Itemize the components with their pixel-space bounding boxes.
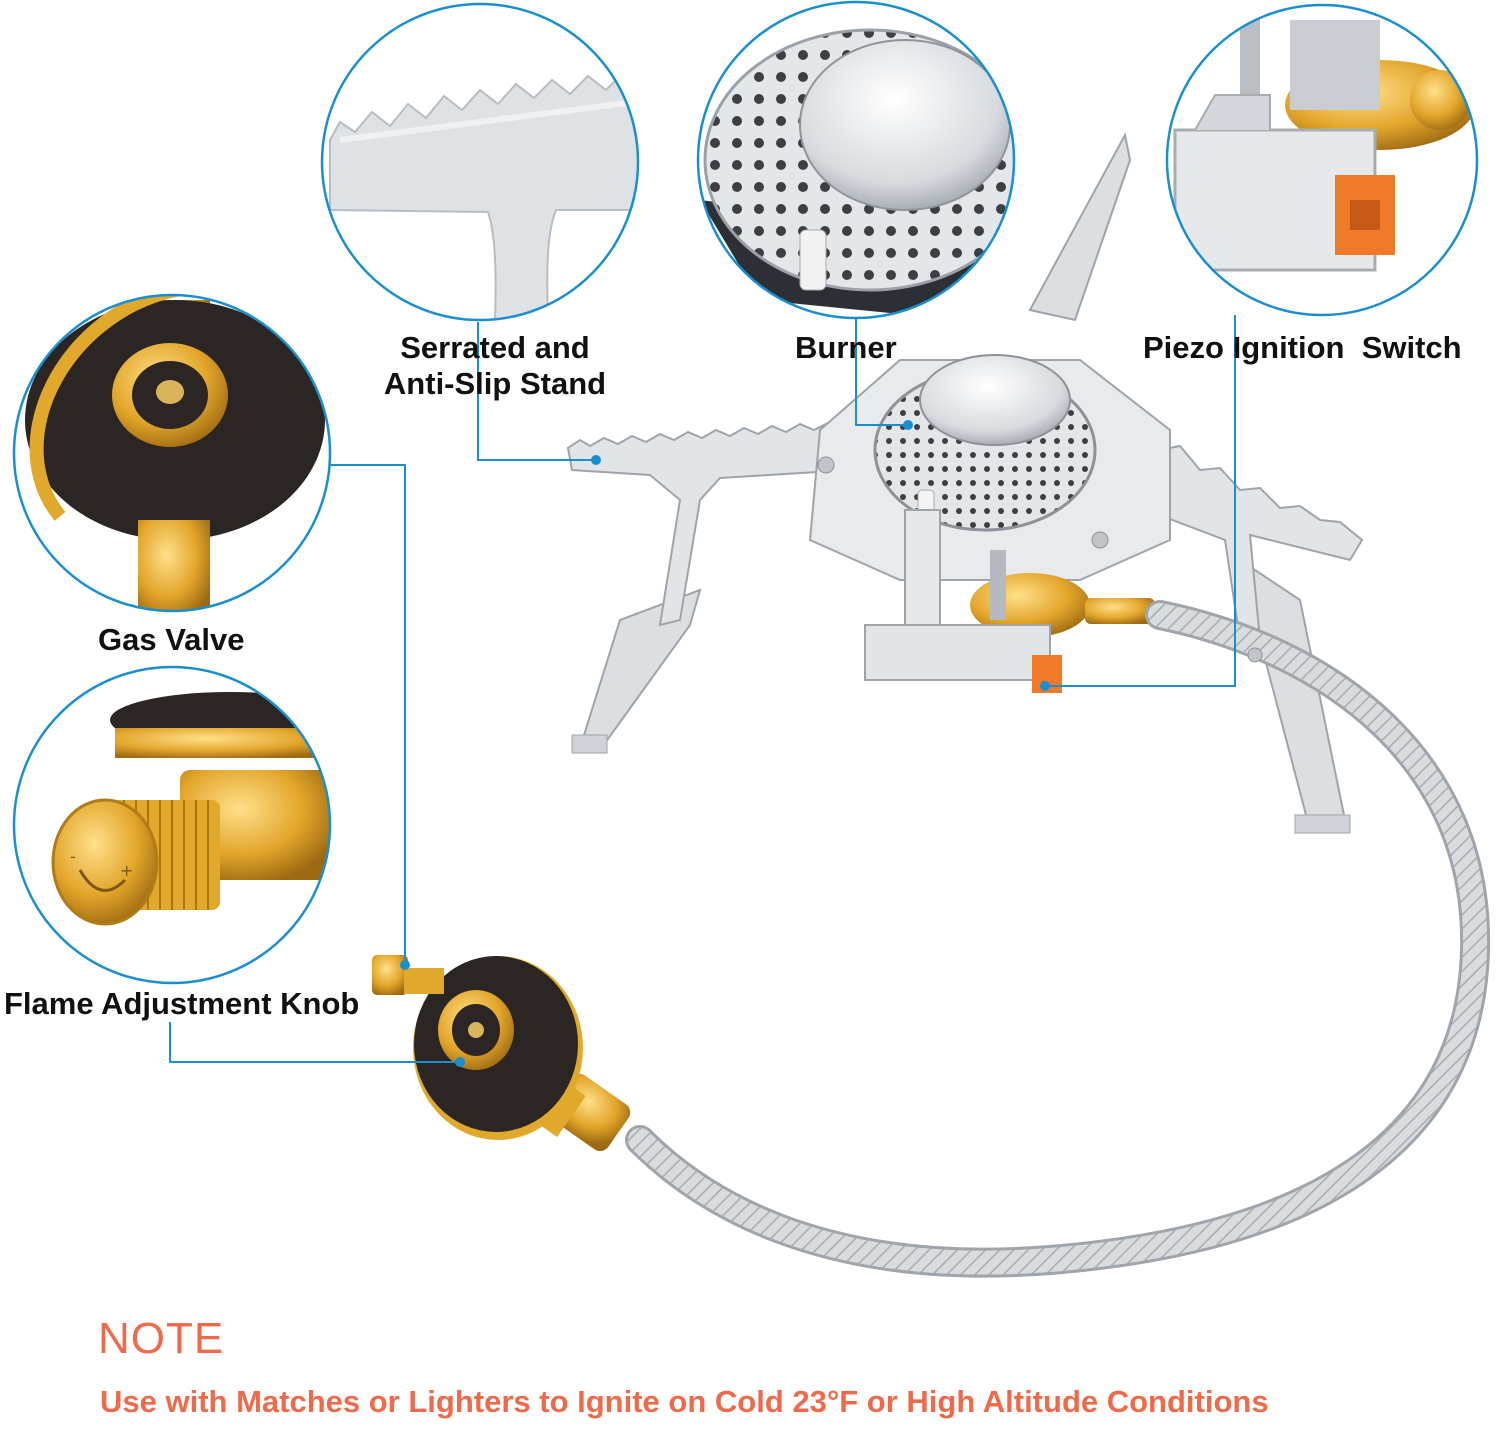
callout-dots: [400, 420, 1050, 1067]
callout-dot-stand: [591, 455, 601, 465]
label-piezo-switch: Piezo Ignition Switch: [1143, 330, 1462, 365]
piezo-detail-circle: [1165, 3, 1479, 317]
callout-lines: [169, 315, 1236, 1063]
label-serrated-stand: Serrated and Anti-Slip Stand: [383, 330, 607, 401]
note-title: NOTE: [98, 1314, 225, 1363]
svg-text:+: +: [120, 861, 133, 880]
stove-illustration: [372, 132, 1491, 1278]
callout-line-piezo: [1045, 315, 1236, 687]
callout-line-flame-knob: [169, 1022, 460, 1063]
callout-dot-flame-knob: [455, 1057, 465, 1067]
callout-dot-piezo: [1040, 681, 1050, 691]
svg-text:-: -: [70, 847, 76, 866]
callout-dot-burner: [903, 420, 913, 430]
gas-valve-detail-circle: [12, 293, 332, 613]
callout-line-burner: [855, 318, 908, 426]
burner-detail-circle: [696, 0, 1016, 320]
label-burner: Burner: [795, 330, 897, 365]
label-gas-valve: Gas Valve: [98, 622, 245, 657]
callout-line-stand: [477, 322, 596, 461]
callout-line-gas-valve: [330, 464, 406, 965]
flame-knob-detail-circle: + -: [12, 665, 332, 985]
label-flame-knob: Flame Adjustment Knob: [4, 986, 360, 1021]
stand-detail-circle: [320, 2, 640, 322]
callout-dot-gas-valve: [400, 960, 410, 970]
note-text: Use with Matches or Lighters to Ignite o…: [100, 1384, 1269, 1419]
